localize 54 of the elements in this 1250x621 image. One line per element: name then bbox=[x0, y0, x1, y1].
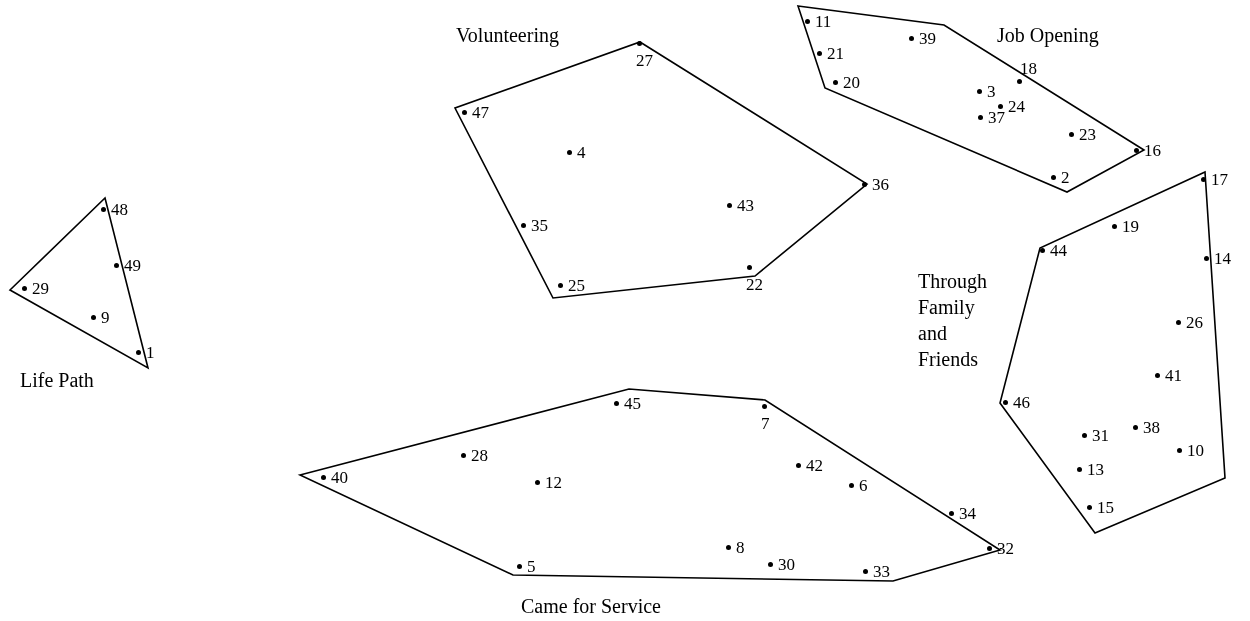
point-number: 39 bbox=[919, 30, 936, 48]
point-number: 21 bbox=[827, 45, 844, 63]
point-number: 24 bbox=[1008, 98, 1025, 116]
point-number: 43 bbox=[737, 197, 754, 215]
cluster-title: Life Path bbox=[20, 368, 94, 393]
point-number: 4 bbox=[577, 144, 586, 162]
point-number: 34 bbox=[959, 505, 976, 523]
point-number: 2 bbox=[1061, 169, 1070, 187]
point-number: 15 bbox=[1097, 499, 1114, 517]
point-number: 32 bbox=[997, 540, 1014, 558]
point-number: 18 bbox=[1020, 60, 1037, 78]
point-number: 30 bbox=[778, 556, 795, 574]
point-number: 45 bbox=[624, 395, 641, 413]
point-number: 16 bbox=[1144, 142, 1161, 160]
point-number: 42 bbox=[806, 457, 823, 475]
point-number: 33 bbox=[873, 563, 890, 581]
point-number: 49 bbox=[124, 257, 141, 275]
point-number: 26 bbox=[1186, 314, 1203, 332]
point-number: 1 bbox=[146, 344, 155, 362]
point-number: 31 bbox=[1092, 427, 1109, 445]
point-number: 22 bbox=[746, 276, 763, 294]
point-number: 23 bbox=[1079, 126, 1096, 144]
cluster-title: Job Opening bbox=[997, 23, 1099, 48]
point-number: 19 bbox=[1122, 218, 1139, 236]
point-number: 6 bbox=[859, 477, 868, 495]
point-number: 27 bbox=[636, 52, 653, 70]
point-number: 12 bbox=[545, 474, 562, 492]
point-number: 37 bbox=[988, 109, 1005, 127]
point-number: 7 bbox=[761, 415, 770, 433]
point-number: 47 bbox=[472, 104, 489, 122]
point-number: 28 bbox=[471, 447, 488, 465]
point-number: 36 bbox=[872, 176, 889, 194]
point-number: 25 bbox=[568, 277, 585, 295]
point-number: 20 bbox=[843, 74, 860, 92]
point-number: 5 bbox=[527, 558, 536, 576]
point-number: 44 bbox=[1050, 242, 1067, 260]
point-number: 46 bbox=[1013, 394, 1030, 412]
point-number: 38 bbox=[1143, 419, 1160, 437]
point-number: 3 bbox=[987, 83, 996, 101]
point-number: 11 bbox=[815, 13, 832, 31]
point-number: 10 bbox=[1187, 442, 1204, 460]
point-number: 35 bbox=[531, 217, 548, 235]
point-number: 17 bbox=[1211, 171, 1228, 189]
point-number: 14 bbox=[1214, 250, 1231, 268]
cluster-title: Volunteering bbox=[456, 23, 559, 48]
cluster-title: Through Family and Friends bbox=[918, 269, 988, 372]
point-number: 13 bbox=[1087, 461, 1104, 479]
point-number: 41 bbox=[1165, 367, 1182, 385]
point-number: 9 bbox=[101, 309, 110, 327]
point-number: 8 bbox=[736, 539, 745, 557]
point-number: 48 bbox=[111, 201, 128, 219]
cluster-title: Came for Service bbox=[521, 594, 661, 619]
point-number: 29 bbox=[32, 280, 49, 298]
point-number: 40 bbox=[331, 469, 348, 487]
